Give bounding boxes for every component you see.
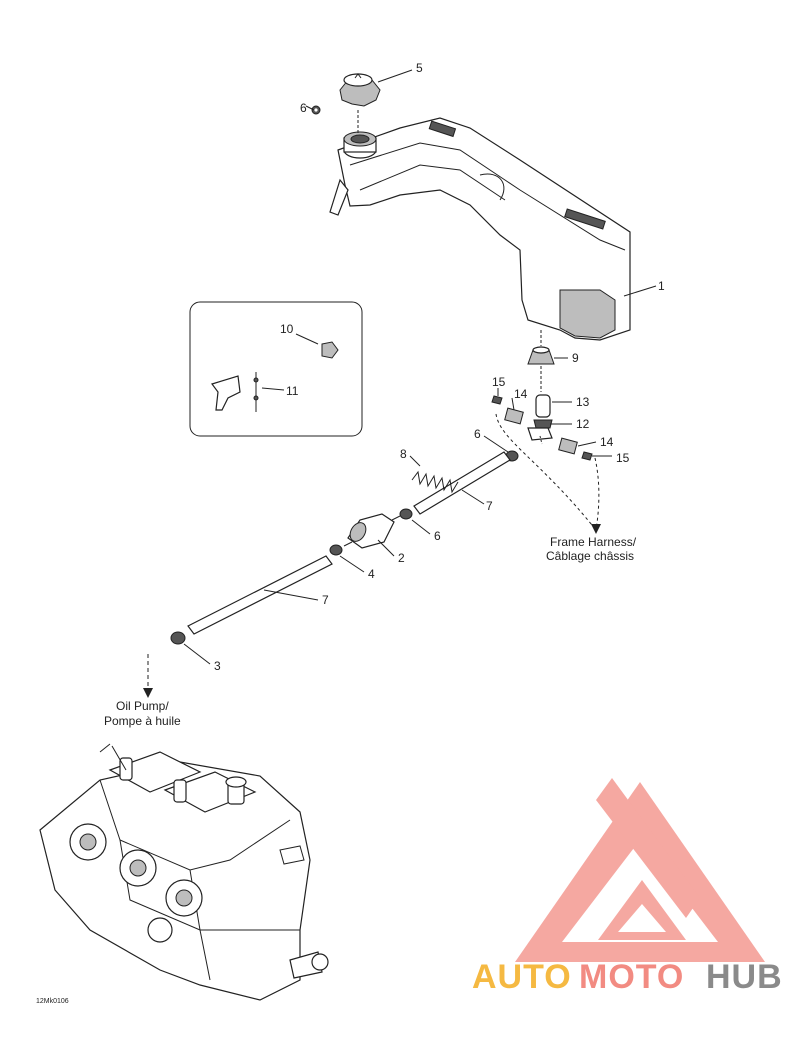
callout-7a: 7 — [486, 499, 493, 513]
callout-10: 10 — [280, 322, 294, 336]
callout-1: 1 — [658, 279, 665, 293]
callout-14a: 14 — [514, 387, 528, 401]
watermark-text-hub: HUB — [706, 958, 783, 996]
callout-11: 11 — [286, 384, 299, 398]
callout-12: 12 — [576, 417, 590, 431]
connector-14a — [504, 407, 524, 425]
callout-6b: 6 — [434, 529, 441, 543]
hose-7-lower — [187, 555, 333, 635]
callout-14b: 14 — [600, 435, 614, 449]
callout-5: 3 — [214, 659, 221, 673]
callout-15b: 15 — [616, 451, 630, 465]
tank-cap — [339, 73, 381, 107]
fuel-filter-4 — [343, 513, 401, 549]
watermark-text-moto: MOTO — [579, 958, 684, 996]
clip-10 — [321, 341, 339, 359]
callout-2: 5 — [416, 61, 423, 75]
oil-pump-label-line1: Oil Pump/ — [116, 699, 169, 713]
callout-13: 13 — [576, 395, 590, 409]
callout-7b: 7 — [322, 593, 329, 607]
callout-6c: 4 — [368, 567, 375, 581]
clamp-6-lower — [329, 544, 343, 556]
frame-harness-label-line2: Câblage châssis — [546, 549, 634, 563]
connector-14b — [558, 437, 578, 455]
oil-tank — [329, 117, 631, 341]
oil-level-sensor — [527, 394, 553, 445]
hose-7-upper — [413, 451, 511, 515]
frame-harness-label-line1: Frame Harness/ — [550, 535, 637, 549]
figure-code: 12Mk0106 — [36, 998, 69, 1005]
leader-lines — [183, 69, 657, 665]
callout-6a: 6 — [474, 427, 481, 441]
inset-detail-box — [189, 301, 363, 437]
clamp-6-mid — [399, 508, 413, 520]
callout-3: 6 — [300, 101, 307, 115]
spring-8 — [411, 470, 459, 494]
watermark-text-auto: AUTO — [472, 958, 572, 996]
outlet-fitting — [527, 330, 555, 392]
callout-9: 9 — [572, 351, 579, 365]
callout-4: 2 — [398, 551, 405, 565]
cap-gasket — [311, 105, 321, 115]
engine-block — [39, 743, 329, 1001]
terminal-15b — [581, 451, 593, 461]
oil-pump-label-line2: Pompe à huile — [104, 714, 181, 728]
callout-15a: 15 — [492, 375, 506, 389]
callout-8: 8 — [400, 447, 407, 461]
terminal-15a — [491, 395, 503, 405]
watermark-logo — [515, 778, 765, 962]
bracket-11 — [211, 372, 259, 412]
clamp-5 — [170, 631, 186, 645]
